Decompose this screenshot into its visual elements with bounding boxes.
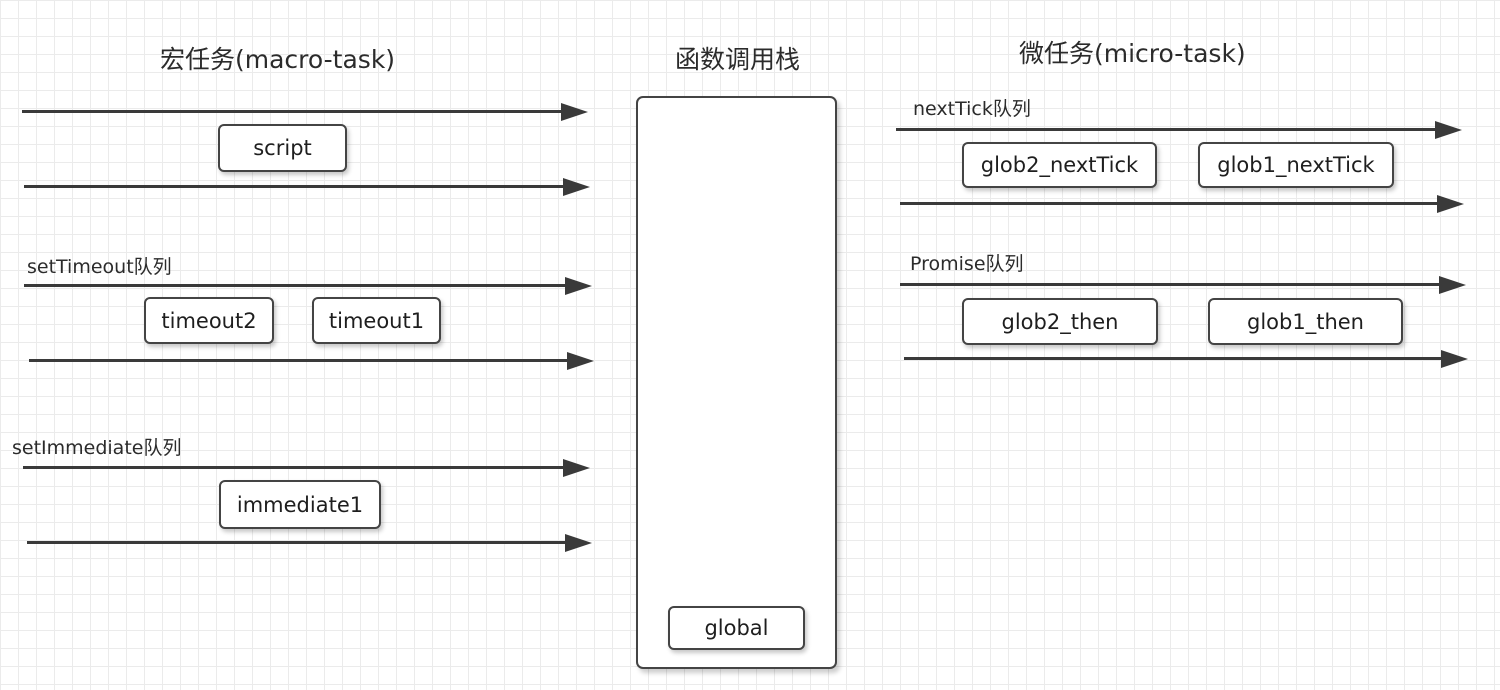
micro-task-heading: 微任务(micro-task) [1019,39,1246,68]
nexttick-queue-top-arrow [896,120,1462,139]
task-timeout1: timeout1 [312,297,441,344]
task-timeout2: timeout2 [144,297,274,344]
task-immediate1: immediate1 [219,480,381,529]
task-glob2-nexttick: glob2_nextTick [962,142,1157,188]
settimeout-queue-label: setTimeout队列 [27,256,172,278]
script-queue-bottom-arrow [24,177,590,196]
task-script: script [218,124,347,172]
settimeout-queue-top-arrow [24,276,592,295]
nexttick-queue-bottom-arrow [900,194,1464,213]
nexttick-queue-label: nextTick队列 [913,98,1031,120]
promise-queue-label: Promise队列 [910,253,1024,275]
setimmediate-queue-top-arrow [23,458,590,477]
promise-queue-bottom-arrow [904,349,1468,368]
task-glob1-then: glob1_then [1208,298,1403,345]
settimeout-queue-bottom-arrow [29,351,594,370]
script-queue-top-arrow [22,102,588,121]
task-glob2-then: glob2_then [962,298,1158,345]
call-stack-box [636,96,837,669]
setimmediate-queue-label: setImmediate队列 [12,437,182,459]
stack-frame-global: global [668,606,805,650]
task-glob1-nexttick: glob1_nextTick [1198,142,1394,188]
setimmediate-queue-bottom-arrow [27,533,592,552]
call-stack-heading: 函数调用栈 [675,45,801,74]
macro-task-heading: 宏任务(macro-task) [160,45,396,74]
promise-queue-top-arrow [900,275,1466,294]
